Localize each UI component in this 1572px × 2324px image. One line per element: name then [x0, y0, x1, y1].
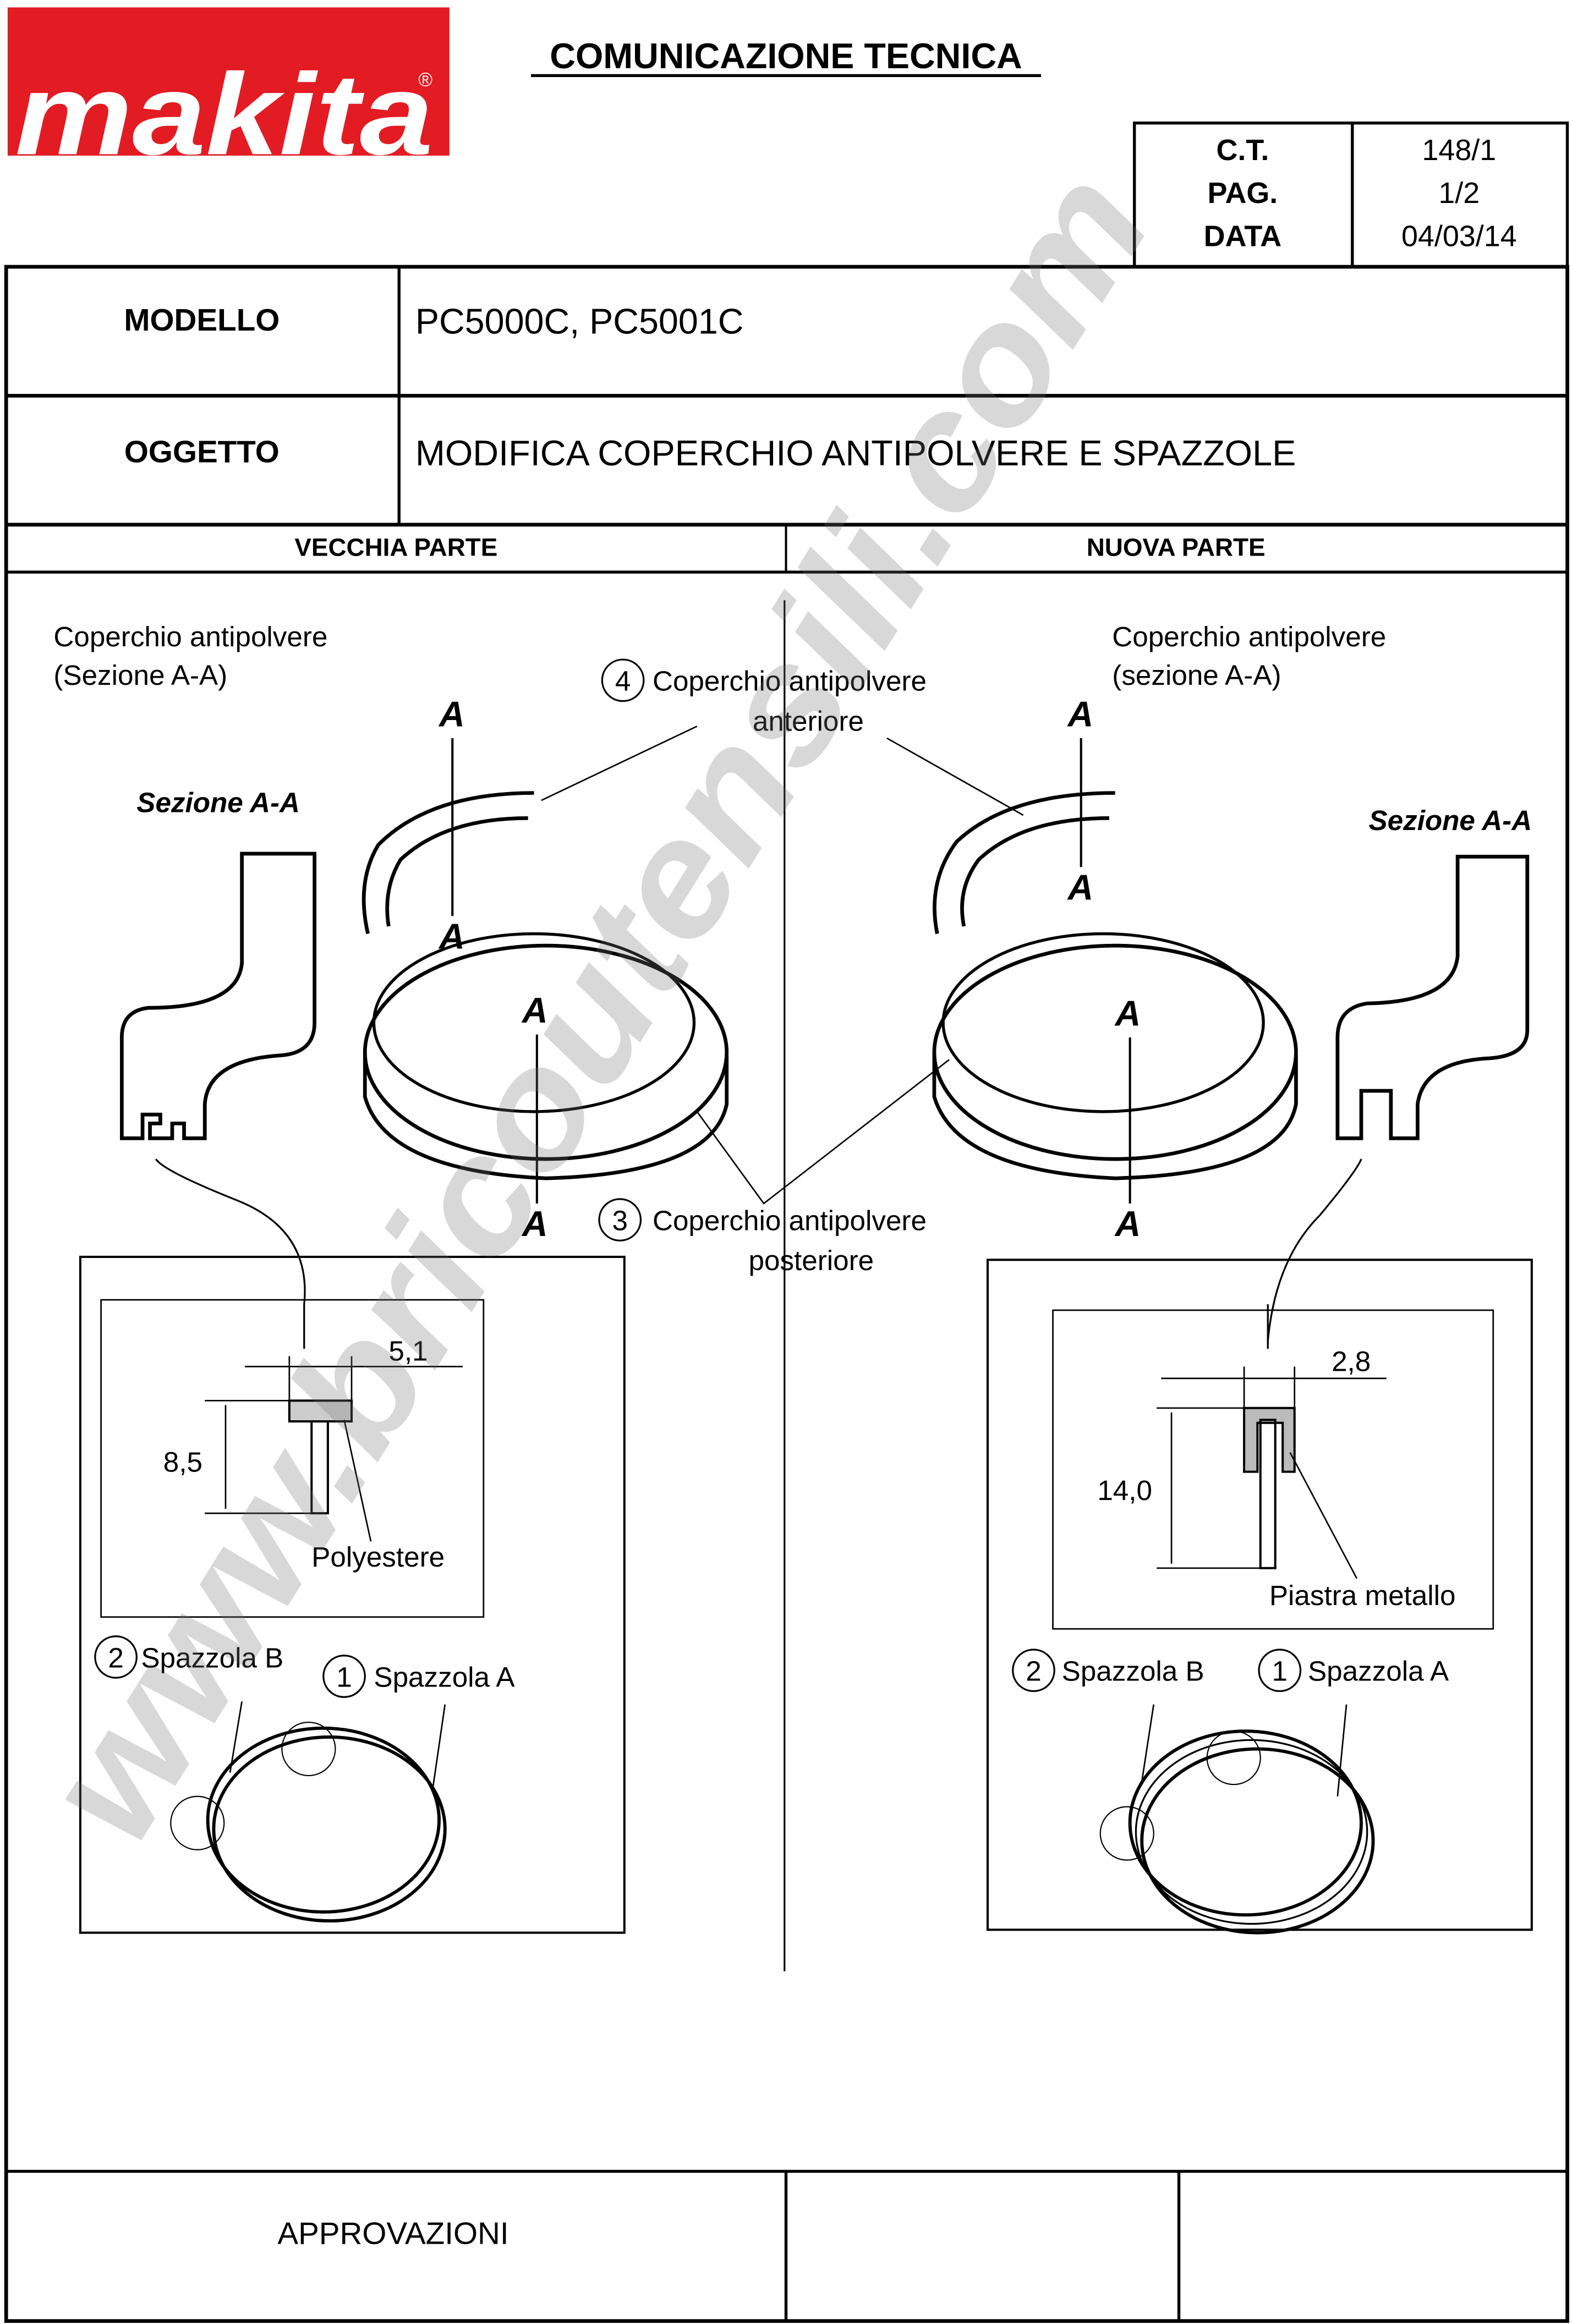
subject-label: OGGETTO: [124, 435, 280, 469]
svg-text:A: A: [1066, 867, 1093, 908]
svg-text:3: 3: [612, 1205, 627, 1236]
svg-text:makita: makita: [15, 50, 433, 179]
section-marks-new: A A A A: [1066, 694, 1141, 1244]
svg-text:14,0: 14,0: [1097, 1475, 1152, 1506]
svg-text:A: A: [521, 1204, 548, 1244]
old-part-header: VECCHIA PARTE: [294, 533, 497, 561]
svg-text:Sezione A-A: Sezione A-A: [1368, 805, 1532, 836]
svg-text:1: 1: [1272, 1656, 1288, 1687]
svg-text:(Sezione A-A): (Sezione A-A): [53, 660, 227, 691]
svg-text:(sezione A-A): (sezione A-A): [1112, 660, 1281, 691]
svg-text:Spazzola A: Spazzola A: [1308, 1656, 1449, 1687]
svg-text:Piastra metallo: Piastra metallo: [1269, 1580, 1456, 1611]
svg-text:Sezione A-A: Sezione A-A: [136, 787, 300, 818]
subject-value: MODIFICA COPERCHIO ANTIPOLVERE E SPAZZOL…: [415, 433, 1296, 473]
date-label: DATA: [1204, 219, 1282, 252]
ct-label: C.T.: [1217, 134, 1269, 167]
svg-text:A: A: [1066, 694, 1093, 734]
svg-text:2: 2: [108, 1642, 123, 1673]
svg-text:Spazzola B: Spazzola B: [1062, 1656, 1204, 1687]
document-title: COMUNICAZIONE TECNICA: [550, 36, 1022, 76]
svg-text:Spazzola B: Spazzola B: [141, 1642, 283, 1673]
callouts: 4 Coperchio antipolvere anteriore 3 Cope…: [541, 658, 1024, 1276]
svg-text:anteriore: anteriore: [753, 705, 864, 737]
svg-text:Coperchio antipolvere: Coperchio antipolvere: [653, 666, 927, 697]
svg-text:A: A: [1114, 1204, 1141, 1244]
svg-text:A: A: [521, 990, 548, 1030]
svg-text:Spazzola A: Spazzola A: [374, 1661, 515, 1693]
page-value: 1/2: [1438, 177, 1480, 210]
svg-text:®: ®: [418, 69, 432, 90]
svg-text:4: 4: [615, 666, 631, 697]
svg-text:Coperchio antipolvere: Coperchio antipolvere: [53, 621, 327, 652]
svg-text:Polyestere: Polyestere: [311, 1541, 445, 1573]
svg-text:5,1: 5,1: [388, 1336, 428, 1367]
svg-text:8,5: 8,5: [163, 1447, 202, 1478]
section-marks-old: A A A A: [438, 694, 548, 1244]
svg-text:2: 2: [1026, 1656, 1041, 1687]
svg-text:A: A: [438, 694, 465, 734]
model-value: PC5000C, PC5001C: [415, 301, 744, 341]
reference-box: C.T. PAG. DATA 148/1 1/2 04/03/14: [1133, 121, 1569, 268]
makita-logo: makita ®: [7, 7, 450, 179]
approvals-label: APPROVAZIONI: [277, 2216, 508, 2250]
new-part-drawing: Coperchio antipolvere (sezione A-A) Sezi…: [932, 621, 1533, 1935]
date-value: 04/03/14: [1401, 219, 1517, 252]
svg-text:A: A: [1114, 993, 1141, 1034]
old-part-drawing: Coperchio antipolvere (Sezione A-A) Sezi…: [53, 621, 729, 1934]
ct-value: 148/1: [1422, 134, 1496, 167]
svg-text:posteriore: posteriore: [748, 1245, 874, 1276]
model-label: MODELLO: [124, 303, 280, 337]
page-label: PAG.: [1208, 177, 1278, 210]
svg-text:A: A: [438, 916, 465, 956]
main-table: [4, 265, 1569, 2323]
svg-text:Coperchio antipolvere: Coperchio antipolvere: [653, 1205, 927, 1236]
new-part-header: NUOVA PARTE: [1087, 533, 1266, 561]
svg-text:Coperchio antipolvere: Coperchio antipolvere: [1112, 621, 1386, 652]
svg-text:2,8: 2,8: [1332, 1345, 1371, 1377]
svg-text:1: 1: [336, 1661, 352, 1693]
